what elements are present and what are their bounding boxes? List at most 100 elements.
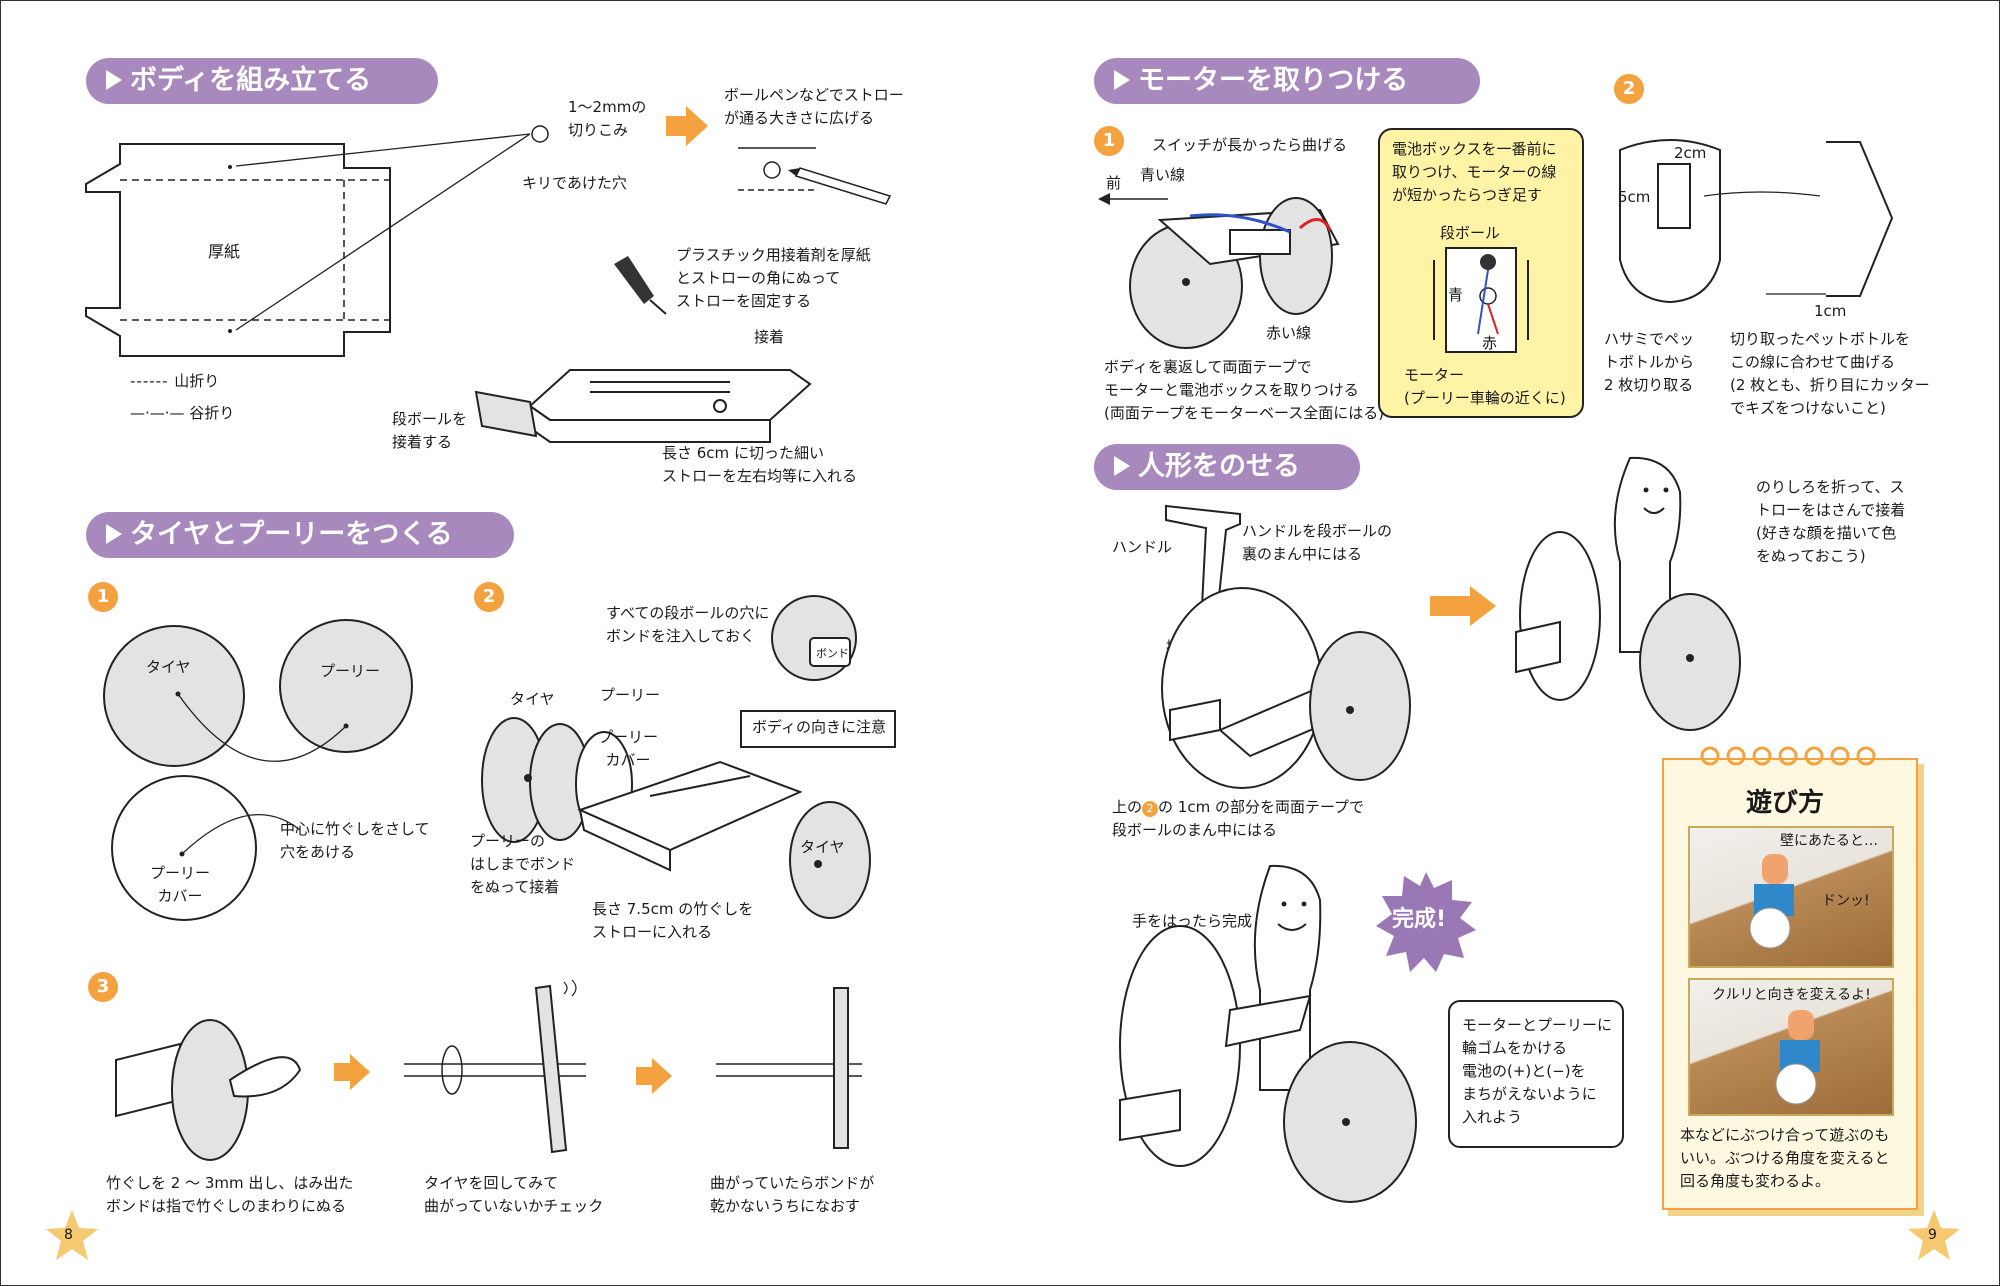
bottle-diagram <box>1619 139 1721 304</box>
glue-tube-icon <box>614 256 667 315</box>
handle-label: ハンドルを段ボールの 裏のまん中にはる <box>1242 522 1393 563</box>
arrow-right-icon <box>666 106 708 146</box>
step3-fix-diagram <box>716 987 862 1149</box>
step3-spin-diagram <box>404 979 586 1154</box>
callout-dan-label: 段ボール <box>1440 224 1501 242</box>
direction-note: ボディの向きに注意 <box>752 718 886 736</box>
straw-label: 長さ 6cm に切った細い ストローを左右均等に入れる <box>662 444 858 485</box>
play-triangle-icon <box>1114 456 1130 476</box>
blue-wire-label: 青い線 <box>1140 166 1186 184</box>
red-wire-label: 赤い線 <box>1266 324 1312 342</box>
bend-line-diagram <box>1703 141 1894 297</box>
step-2-badge: 2 <box>474 582 504 612</box>
axle-assembly-diagram <box>481 717 871 919</box>
play-triangle-icon <box>106 524 122 544</box>
bond-disc-diagram <box>771 595 857 681</box>
dim-5cm: 5cm <box>1618 188 1651 206</box>
section-title-doll: 人形をのせる <box>1094 444 1360 490</box>
handle-word: ハンドル <box>1112 538 1173 556</box>
play-photo-1 <box>1688 826 1894 968</box>
skewer-label: 長さ 7.5cm の竹ぐしを ストローに入れる <box>592 900 754 941</box>
section-title-motor: モーターを取りつける <box>1094 58 1480 104</box>
front-label: 前 <box>1106 174 1122 192</box>
step-1-badge-right: 1 <box>1094 126 1124 156</box>
doll-glue-label: のりしろを折って、ス トローをはさんで接着 (好きな顔を描いて色 をぬっておこう… <box>1756 478 1906 565</box>
step3-text-b: タイヤを回してみて 曲がっていないかチェック <box>424 1174 604 1215</box>
dim-1cm: 1cm <box>1814 302 1847 320</box>
handle-chassis-diagram <box>1161 504 1411 789</box>
cut-label: 1～2mmの 切りこみ <box>568 98 647 139</box>
complete-badge: 完成! <box>1392 907 1447 932</box>
glue-label: プラスチック用接着剤を厚紙 とストローの角にぬって ストローを固定する <box>676 246 871 310</box>
section-title-tire: タイヤとプーリーをつくる <box>86 512 514 558</box>
step-2-badge-right: 2 <box>1614 74 1644 104</box>
photo1-sfx: ドンッ! <box>1822 893 1870 909</box>
tire-pulley-circles <box>103 619 413 921</box>
star-icon <box>46 1210 98 1260</box>
rubber-note-box <box>1448 1000 1624 1148</box>
spiral-binding-icon <box>1700 746 1876 766</box>
pierce-label: 中心に竹ぐしをさして 穴をあける <box>280 820 430 861</box>
cardboard-label: 厚紙 <box>208 242 241 261</box>
pulley-label-1: プーリー <box>320 662 381 680</box>
toy-figure-icon <box>1749 854 1794 949</box>
callout-red-label: 赤 <box>1482 334 1498 352</box>
dan-attach-label: 段ボールを 接着する <box>392 410 468 451</box>
hole-label: キリであけた穴 <box>522 174 627 192</box>
photo2-caption: クルリと向きを変えるよ! <box>1712 987 1871 1003</box>
tire-label-3: タイヤ <box>800 838 845 856</box>
bond-inject-label: すべての段ボールの穴に ボンドを注入しておく <box>606 604 770 645</box>
attach-label: 接着 <box>754 328 785 346</box>
page-number-right: 9 <box>1928 1227 1937 1243</box>
motor-chassis-diagram <box>1129 197 1340 349</box>
tape-note-badge: 2 <box>1142 801 1159 817</box>
pointer-lines <box>235 125 549 331</box>
dim-2cm: 2cm <box>1674 144 1707 162</box>
step3-text-c: 曲がっていたらボンドが 乾かないうちになおす <box>710 1174 875 1215</box>
cardboard-net-diagram <box>85 143 391 357</box>
widen-label: ボールペンなどでストロー が通る大きさに広げる <box>724 86 904 127</box>
pen-widen-diagram <box>738 147 892 205</box>
front-arrow-icon <box>1098 193 1168 205</box>
battery-box-diagram <box>1433 247 1529 353</box>
play-desc: 本などにぶつけ合って遊ぶのも いい。ぶつける角度を変えると 回る角度も変わるよ。 <box>1680 1126 1890 1190</box>
tire-label-2: タイヤ <box>510 690 555 708</box>
hands-label: 手をはったら完成 <box>1132 912 1253 930</box>
pulley-edge-label: プーリーの はしまでボンド をぬって接着 <box>470 832 576 896</box>
switch-label: スイッチが長かったら曲げる <box>1152 136 1348 154</box>
arrow-right-icon <box>334 1054 370 1090</box>
arrow-right-icon <box>1430 586 1496 626</box>
page-number-left: 8 <box>64 1227 73 1243</box>
section-title-body: ボディを組み立てる <box>86 58 438 104</box>
scissors-label: ハサミでペッ トボトルから 2 枚切り取る <box>1604 330 1695 394</box>
doll-on-chassis-diagram <box>1515 456 1741 731</box>
callout-text: 電池ボックスを一番前に 取りつけ、モーターの線 が短かったらつぎ足す <box>1392 140 1557 204</box>
mountain-fold-label: 山折り <box>174 372 220 390</box>
body-assembly-diagram <box>474 369 812 443</box>
callout-blue-label: 青 <box>1448 286 1464 304</box>
fold-legend-mountain: ------ 山折り <box>130 372 220 390</box>
step-3-badge: 3 <box>88 972 118 1002</box>
play-title: 遊び方 <box>1746 788 1825 818</box>
motor-desc: ボディを裏返して両面テープで モーターと電池ボックスを取りつける (両面テープを… <box>1104 358 1385 422</box>
tire-label-1: タイヤ <box>146 658 191 676</box>
cut-bottle-label: 切り取ったペットボトルを この線に合わせて曲げる (2 枚とも、折り目にカッター… <box>1730 330 1930 417</box>
star-icon <box>1908 1210 1960 1260</box>
toy-figure-icon <box>1775 1010 1820 1105</box>
arrow-right-icon <box>636 1058 672 1094</box>
callout-motor-label: モーター (プーリー車輪の近くに) <box>1404 366 1566 407</box>
step-1-badge: 1 <box>88 582 118 612</box>
fold-legend-valley: —·—·— 谷折り <box>130 404 235 422</box>
step3-finger-diagram <box>115 1019 302 1161</box>
pulley-cover-label-1: プーリー カバー <box>150 864 211 905</box>
pulley-cover-label-2: プーリー カバー <box>598 728 659 769</box>
direction-note-box <box>740 710 896 748</box>
step3-text-a: 竹ぐしを 2 ～ 3mm 出し、はみ出た ボンドは指で竹ぐしのまわりにぬる <box>106 1174 354 1215</box>
play-triangle-icon <box>1114 70 1130 90</box>
bond-word: ボンド <box>816 647 849 660</box>
finished-car-diagram <box>1119 864 1417 1203</box>
photo1-caption: 壁にあたると… <box>1780 833 1878 849</box>
valley-fold-label: 谷折り <box>189 404 235 422</box>
complete-badge-burst <box>1376 872 1476 972</box>
